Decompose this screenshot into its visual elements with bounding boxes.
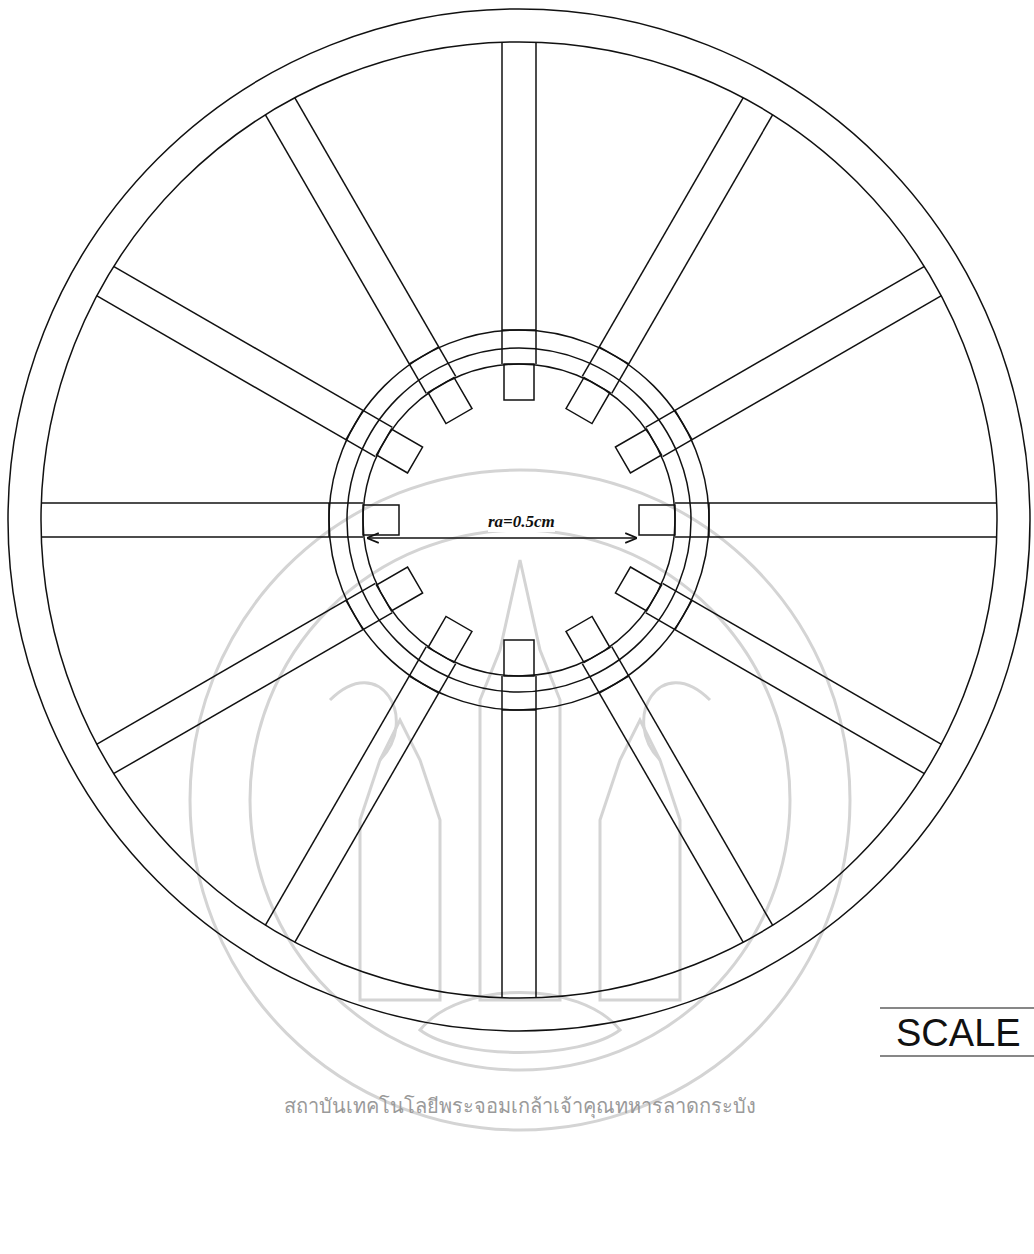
spoke-cap: [502, 329, 536, 331]
spoke-cap: [675, 410, 692, 439]
dimension-label: ra=0.5cm: [488, 512, 555, 532]
hub-slot: [639, 505, 675, 535]
spoke-edge: [535, 42, 537, 364]
spoke-cap: [708, 503, 710, 537]
hub-slot: [615, 567, 661, 611]
spoke-edge: [41, 502, 363, 504]
hub-slot: [504, 364, 534, 400]
wheel-outline: [8, 9, 1030, 1031]
spoke-edge: [501, 42, 503, 364]
spoke-edge: [265, 647, 426, 926]
spoke-edge: [612, 115, 773, 394]
spoke-edge: [582, 664, 743, 943]
hub-slot: [428, 377, 472, 423]
spoke-edge: [114, 266, 393, 427]
spoke-edge: [646, 266, 925, 427]
hub-slot: [376, 429, 422, 473]
hub-slot: [566, 616, 610, 662]
spoke-edge: [612, 647, 773, 926]
spoke-edge: [663, 583, 942, 744]
radius-dimension-line: [368, 537, 636, 539]
hub-slot: [566, 377, 610, 423]
spoke-edge: [675, 536, 997, 538]
spoke-edge: [501, 676, 503, 998]
spoke-edge: [582, 98, 743, 377]
hub-slot: [504, 640, 534, 676]
hub-slot: [363, 505, 399, 535]
spoke-edge: [535, 676, 537, 998]
hub-slot: [376, 567, 422, 611]
spoke-edge: [265, 115, 426, 394]
watermark-text: สถาบันเทคโนโลยีพระจอมเกล้าเจ้าคุณทหารลาด…: [284, 1090, 756, 1122]
spoke-edge: [97, 583, 376, 744]
spoke-cap: [599, 347, 628, 364]
spoke-edge: [675, 502, 997, 504]
spoke-cap: [502, 709, 536, 711]
scale-line: [880, 1007, 1034, 1008]
spoke-cap: [409, 676, 438, 693]
spoke-edge: [663, 296, 942, 457]
spoke-edge: [295, 98, 456, 377]
spoke-cap: [346, 410, 363, 439]
spoke-edge: [41, 536, 363, 538]
hub-slot: [615, 429, 661, 473]
hub-slot: [428, 616, 472, 662]
spoke-cap: [328, 503, 330, 537]
scale-line: [880, 1055, 1034, 1056]
spoke-cap: [409, 347, 438, 364]
spoke-edge: [646, 613, 925, 774]
spoke-cap: [346, 600, 363, 629]
spoke-cap: [599, 676, 628, 693]
spoke-edge: [114, 613, 393, 774]
spoke-edge: [97, 296, 376, 457]
spokes: [41, 42, 997, 998]
spoke-cap: [675, 600, 692, 629]
hub-slots: [363, 364, 675, 676]
scale-label: SCALE: [896, 1012, 1021, 1055]
spoke-edge: [295, 664, 456, 943]
